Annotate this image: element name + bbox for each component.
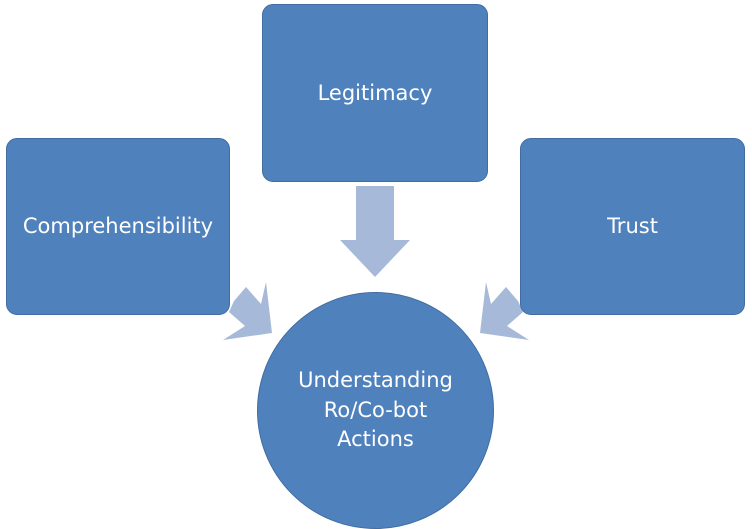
arrow-trust-to-center [480,282,529,340]
arrow-comprehensibility-to-center [223,282,272,340]
center-label-line-3: Actions [337,427,414,452]
node-comprehensibility: Comprehensibility [6,138,230,315]
node-trust-label: Trust [607,214,658,239]
node-legitimacy: Legitimacy [262,4,488,182]
node-comprehensibility-label: Comprehensibility [22,214,214,239]
center-label-line-1: Understanding [298,368,453,393]
center-node-label: Understanding Ro/Co-bot Actions [298,366,453,454]
arrow-legitimacy-to-center [340,186,410,277]
center-node-understanding: Understanding Ro/Co-bot Actions [257,292,494,529]
node-trust: Trust [520,138,745,315]
center-label-line-2: Ro/Co-bot [323,397,428,422]
node-legitimacy-label: Legitimacy [317,80,433,105]
